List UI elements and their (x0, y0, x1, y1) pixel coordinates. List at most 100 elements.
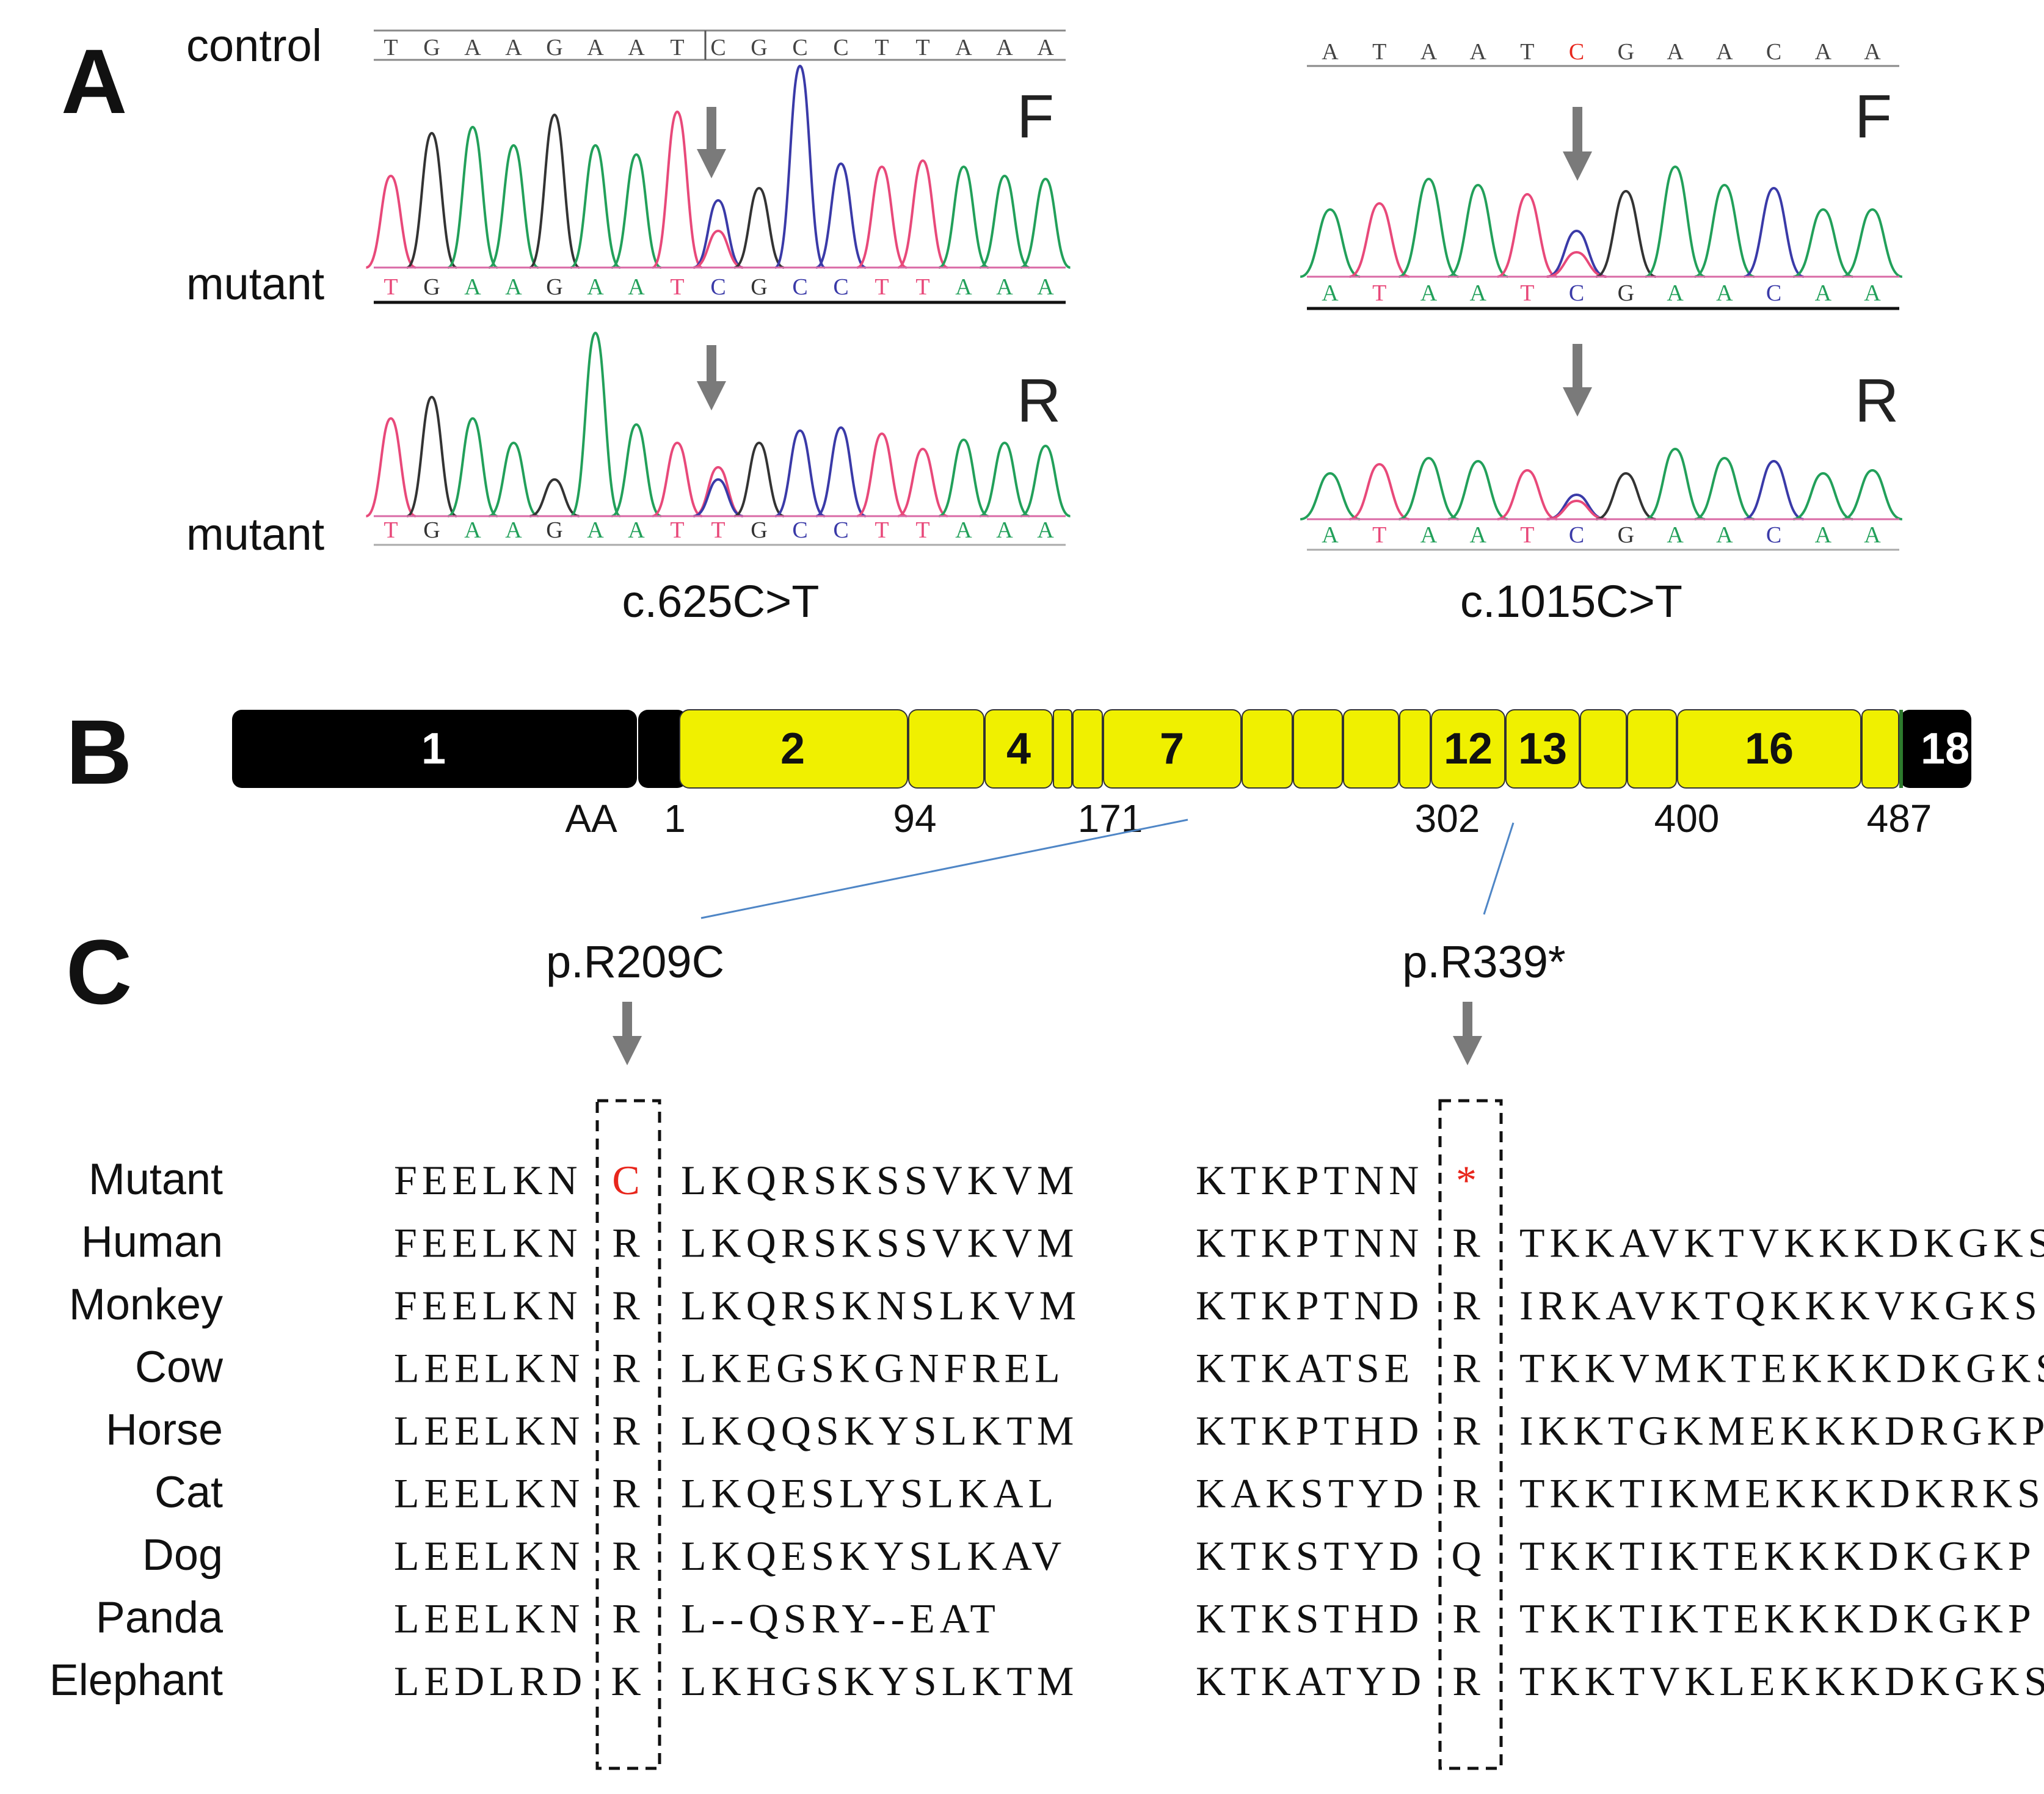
exon-8-block (1242, 709, 1293, 789)
aa-tick-487: 487 (1867, 797, 1932, 840)
trace-peak (1300, 208, 1361, 278)
sequence-base: T (1520, 39, 1534, 65)
sequence-base: C (1569, 522, 1584, 548)
forward-mark-left: F (1017, 82, 1054, 151)
sequence-base: T (1520, 280, 1534, 306)
sequence-base: A (464, 274, 481, 300)
trace-peak (1793, 472, 1853, 520)
alignment-segment: R (612, 1282, 644, 1329)
gene-exon-bar: 1 2 4 7 12 13 16 18 (232, 709, 1971, 789)
sequence-base: A (1322, 522, 1339, 548)
exon-1-block (232, 710, 637, 788)
alignment-segment: LKEGSKGNFREL (681, 1345, 1065, 1391)
species-label: Human (81, 1218, 223, 1267)
sequence-base: G (423, 35, 440, 60)
alignment-segment: FEELKN (394, 1157, 583, 1203)
trace-peak (1546, 250, 1607, 278)
sequence-base: G (1618, 280, 1634, 306)
aa-tick-1: 1 (664, 797, 686, 840)
exon-11-block (1399, 709, 1431, 789)
sequence-base: A (1322, 39, 1339, 65)
sequence-base: A (464, 517, 481, 543)
alignment-segment: R (612, 1220, 644, 1266)
exon-label-13: 13 (1518, 724, 1567, 773)
alignment-segment: IRKAVKTQKKKVKGKS (1519, 1282, 2042, 1329)
species-label: Panda (96, 1594, 224, 1643)
sequence-base: A (1667, 522, 1684, 548)
sequence-base: A (505, 35, 522, 60)
sequence-base: A (1716, 280, 1733, 306)
alignment-segment: KTKPTND (1196, 1282, 1424, 1329)
sequence-base: C (792, 274, 807, 300)
trace-peak (774, 64, 826, 269)
sequence-base: C (710, 274, 726, 300)
reverse-trace-right (1300, 447, 1903, 520)
trace-peak (652, 110, 703, 269)
trace-peak (529, 113, 580, 269)
trace-peak (693, 478, 743, 517)
trace-peak (1447, 183, 1508, 278)
exon-4-block (984, 709, 1053, 789)
trace-peak (1595, 189, 1656, 278)
exon-label-1: 1 (421, 724, 446, 773)
sequence-base: G (1618, 522, 1634, 548)
sequence-base: G (1618, 39, 1634, 65)
species-label: Cow (135, 1343, 224, 1392)
species-label: Horse (106, 1406, 223, 1454)
alignment-segment: KTKPTHD (1196, 1407, 1424, 1454)
species-label: Monkey (69, 1280, 223, 1329)
sequence-base: A (996, 35, 1013, 60)
sequence-base: G (751, 274, 767, 300)
trace-peak (1398, 177, 1459, 278)
right-caption: c.1015C>T (1460, 576, 1682, 627)
trace-peak (570, 331, 621, 517)
highlight-box-right (1438, 1099, 1503, 1770)
trace-peak (1744, 186, 1805, 278)
sequence-base: T (1372, 280, 1386, 306)
sequence-base: A (1716, 39, 1733, 65)
alignment-segment: LEELKN (394, 1533, 584, 1579)
sequence-base: T (711, 517, 725, 543)
exon-2-block (679, 709, 908, 789)
alignment-segment: Q (1451, 1533, 1486, 1579)
sequence-base: A (1469, 280, 1486, 306)
sequence-base: A (1815, 39, 1832, 65)
sequence-base: T (875, 35, 889, 60)
trace-peak (1694, 456, 1755, 520)
sequence-base: C (710, 35, 726, 60)
trace-peak (365, 174, 416, 269)
sequence-base: A (628, 274, 645, 300)
alignment-segment: KTKATYD (1196, 1658, 1426, 1704)
trace-peak (693, 199, 744, 269)
trace-peak (1020, 444, 1071, 517)
trace-peak (1546, 493, 1607, 520)
sequence-base: C (1569, 280, 1584, 306)
sequence-base: A (505, 517, 522, 543)
alignment-segment: K (611, 1658, 646, 1704)
trace-peak (1349, 462, 1410, 520)
reverse-trace-left (365, 331, 1071, 517)
panel-a-letter: A (61, 30, 127, 133)
species-label: Cat (155, 1468, 223, 1517)
sequence-base: G (546, 274, 562, 300)
sequence-base: A (1037, 35, 1054, 60)
sequence-base: C (1766, 39, 1781, 65)
trace-peak (406, 395, 457, 517)
exon-13-block (1505, 709, 1580, 789)
trace-peak (693, 229, 743, 269)
alignment-segment: FEELKN (394, 1282, 583, 1329)
alignment-segment: LKHGSKYSLKTM (681, 1658, 1078, 1704)
trace-peak (529, 478, 580, 517)
trace-peak (693, 465, 744, 517)
alignment-segment: LEDLRD (394, 1658, 587, 1704)
alignment-segment: LKQRSKSSVKVM (681, 1157, 1078, 1203)
trace-peak (815, 426, 867, 517)
aa-label: AA (565, 797, 617, 840)
alignment-segment: C (612, 1157, 644, 1203)
sequence-base: G (423, 517, 440, 543)
exon-7-block (1103, 709, 1242, 789)
